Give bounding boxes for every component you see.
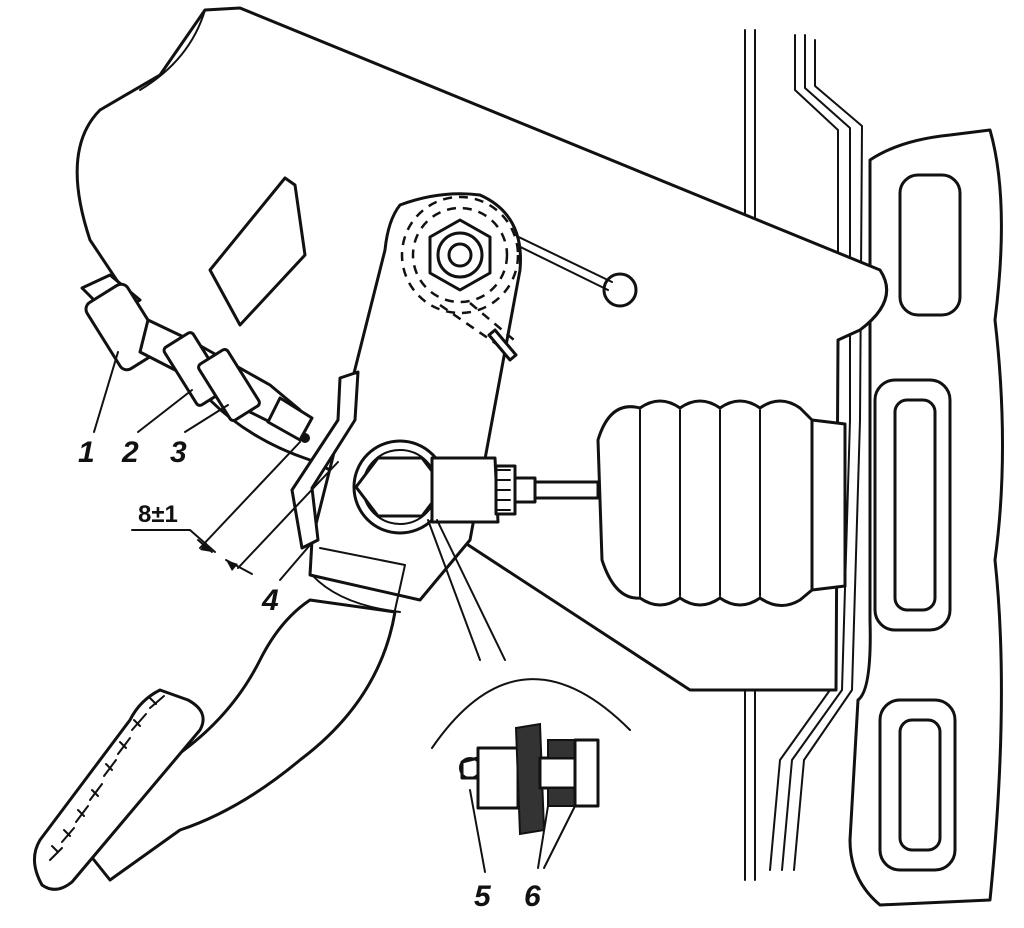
callout-5: 5 — [474, 880, 492, 913]
pedal-pad — [33, 688, 205, 891]
clevis-pin — [352, 439, 600, 535]
callout-3: 3 — [170, 436, 187, 469]
leader-lines — [93, 351, 576, 869]
firewall-panel — [848, 128, 1004, 907]
gap-dimension: 8±1 — [131, 441, 339, 575]
callout-6: 6 — [524, 880, 541, 913]
switch-plunger — [266, 396, 314, 442]
brake-light-switch — [80, 273, 314, 443]
foot-pedal — [33, 598, 397, 891]
gap-dimension-label: 8±1 — [138, 501, 178, 528]
switch-flag — [208, 176, 307, 327]
pushrod — [533, 480, 600, 500]
pedal-stop-bracket — [290, 370, 360, 550]
clevis-fork — [430, 456, 500, 524]
callout-2: 2 — [121, 436, 139, 469]
detail-inset — [427, 519, 631, 873]
locknut-3 — [197, 348, 261, 422]
pivot-bolt — [400, 195, 520, 362]
rubber-boot — [596, 399, 847, 607]
callout-1: 1 — [78, 436, 95, 469]
callout-labels: 1 2 3 4 5 6 — [78, 436, 541, 913]
callout-4: 4 — [261, 584, 279, 617]
